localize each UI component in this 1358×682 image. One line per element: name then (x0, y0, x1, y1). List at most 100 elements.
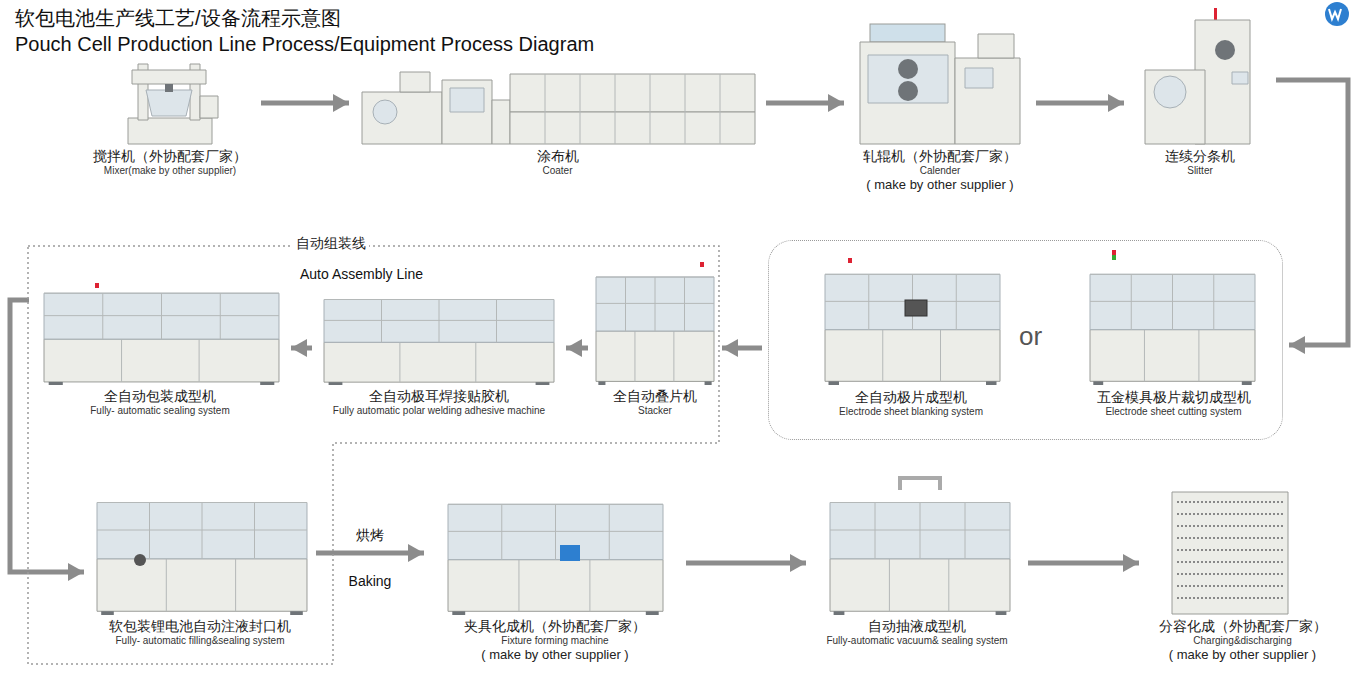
machine-caption: 轧辊机（外协配套厂家） (863, 148, 1017, 165)
machine-node: 轧辊机（外协配套厂家）Calender( make by other suppl… (850, 22, 1030, 192)
blanking-illustration-part (905, 300, 927, 316)
step-label: Baking (349, 573, 392, 590)
flow-arrow (291, 346, 312, 351)
slitter-illustration-part (1145, 70, 1205, 144)
coater-illustration-part (492, 100, 510, 144)
calender-illustration-part (868, 55, 948, 103)
fixture-illustration (448, 504, 663, 615)
flow-arrow (261, 101, 349, 106)
coater-illustration-part (510, 112, 755, 144)
machine-node: 搅拌机（外协配套厂家）Mixer(make by other supplier) (85, 60, 255, 177)
machine-caption: Fully-automatic vacuum& sealing system (826, 635, 1007, 647)
picture-space (812, 475, 1022, 615)
coater-illustration-part (450, 88, 484, 112)
sealing-illustration-part (44, 293, 279, 385)
coater-illustration-part (545, 74, 720, 144)
machine-caption: 全自动极片成型机 (855, 389, 967, 406)
charging-rack-illustration (1172, 492, 1288, 614)
vacuum-illustration (830, 478, 1010, 615)
machine-caption: 涂布机 (537, 148, 579, 165)
edge-label: 烘烤 (354, 527, 386, 544)
calender-illustration-part (870, 24, 945, 42)
logo-badge-part (1329, 9, 1341, 19)
group-label: Auto Assembly Line (297, 266, 426, 283)
flow-arrow (1036, 101, 1124, 106)
calender-illustration-part (965, 68, 993, 88)
group-region: 自动组装线Auto Assembly Line全自动叠片机Stacker全自动极… (27, 245, 720, 665)
blanking-illustration-part (825, 274, 1000, 385)
cutting-illustration-part (1112, 255, 1116, 260)
machine-caption: Coater (542, 165, 572, 177)
group-outline (27, 245, 720, 665)
coater-illustration-part (400, 72, 430, 92)
filling-illustration (97, 503, 307, 616)
blanking-illustration (825, 258, 1000, 385)
flow-arrow (316, 551, 424, 556)
picture-space (85, 60, 255, 145)
machine-caption: 分容化成（外协配套厂家） (1159, 618, 1327, 635)
machine-caption: 软包装锂电池自动注液封口机 (109, 618, 291, 635)
machine-caption: 自动抽液成型机 (868, 618, 966, 635)
picture-space (90, 488, 310, 615)
welding-illustration-part (324, 300, 554, 386)
picture-space (850, 22, 1030, 145)
group-outline-path (28, 246, 719, 664)
flow-arrow (566, 346, 588, 351)
welding-illustration (324, 300, 554, 386)
flow-arrow (766, 101, 844, 106)
picture-space (430, 492, 680, 615)
machine-caption: ( make by other supplier ) (481, 647, 628, 663)
calender-illustration-part (860, 42, 955, 144)
flow-arrow (722, 346, 762, 351)
machine-caption: Fully- automatic sealing system (90, 405, 230, 417)
mixer-illustration-part (128, 118, 212, 144)
machine-caption: 连续分条机 (1165, 148, 1235, 165)
machine-caption: Fully- automatic filling&sealing system (116, 635, 285, 647)
charging-rack-illustration-part (1177, 502, 1283, 598)
vacuum-illustration-part (830, 503, 1010, 616)
machine-node: 全自动包装成型机Fully- automatic sealing system (35, 282, 285, 417)
machine-node: 全自动极耳焊接贴胶机Fully automatic polar welding … (318, 290, 560, 417)
picture-space (1145, 490, 1340, 615)
machine-node: 分容化成（外协配套厂家）Charging&discharging( make b… (1145, 490, 1340, 662)
machine-caption: 搅拌机（外协配套厂家） (93, 148, 247, 165)
machine-node: 五金模具极片裁切成型机Electrode sheet cutting syste… (1086, 251, 1261, 418)
machine-caption: Calender (920, 165, 961, 177)
machine-caption: Slitter (1187, 165, 1213, 177)
logo-badge-part (1325, 2, 1349, 26)
machine-caption: 全自动极耳焊接贴胶机 (369, 388, 509, 405)
machine-node: 全自动极片成型机Electrode sheet blanking system (821, 259, 1001, 418)
machine-node: 夹具化成机（外协配套厂家）Fixture forming machine( ma… (430, 492, 680, 662)
machine-node: 全自动叠片机Stacker (594, 262, 716, 417)
calender-illustration-part (978, 34, 1014, 58)
machine-caption: Mixer(make by other supplier) (104, 165, 236, 177)
stacker-illustration-part (596, 277, 714, 385)
machine-node: 自动抽液成型机Fully-automatic vacuum& sealing s… (812, 475, 1022, 647)
calender-illustration (860, 24, 1020, 144)
slitter-illustration (1145, 8, 1250, 144)
mixer-illustration-part (165, 84, 173, 92)
picture-space (594, 262, 716, 385)
flow-arrow (1276, 80, 1348, 345)
vacuum-illustration-part (900, 478, 940, 490)
coater-illustration-part (373, 100, 397, 124)
flow-arrow (1028, 561, 1139, 566)
filling-illustration-part (134, 554, 146, 566)
fixture-illustration-part (560, 545, 580, 561)
machine-node: 软包装锂电池自动注液封口机Fully- automatic filling&se… (90, 488, 310, 647)
machine-caption: 全自动包装成型机 (104, 388, 216, 405)
machine-caption: Electrode sheet cutting system (1105, 406, 1241, 418)
calender-illustration-part (898, 81, 918, 101)
stacker-illustration-part (700, 262, 704, 267)
machine-caption: Fixture forming machine (501, 635, 608, 647)
cutting-illustration-part (1090, 274, 1255, 385)
filling-illustration-part (97, 503, 307, 616)
charging-rack-illustration-part (1172, 492, 1288, 614)
group-region: or五金模具极片裁切成型机Electrode sheet cutting sys… (768, 240, 1283, 440)
machine-caption: Charging&discharging (1193, 635, 1291, 647)
mixer-illustration-part (146, 90, 192, 116)
calender-illustration-part (898, 59, 918, 79)
coater-illustration-part (510, 74, 755, 112)
diagram-title: 软包电池生产线工艺/设备流程示意图 (15, 6, 341, 30)
